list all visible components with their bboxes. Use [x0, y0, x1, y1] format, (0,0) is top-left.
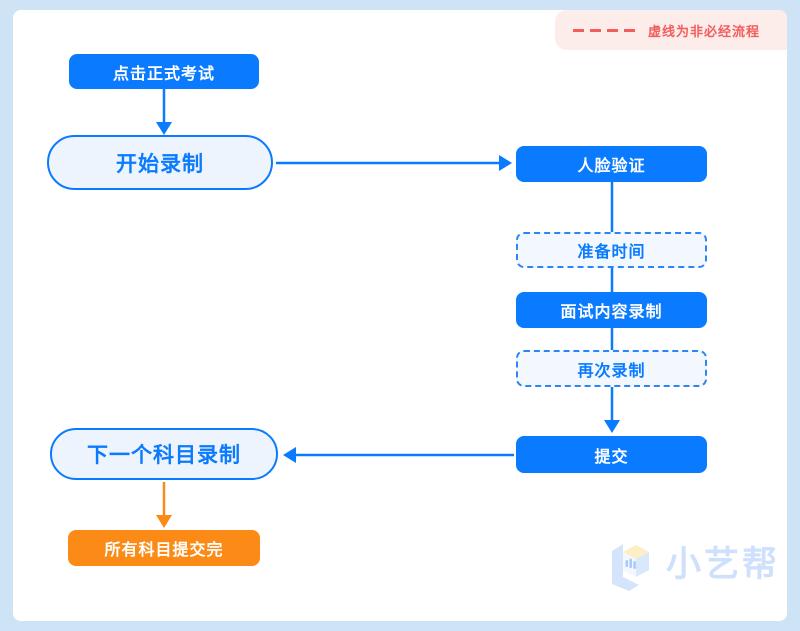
flow-node-interview-record: 面试内容录制	[516, 292, 707, 328]
flow-node-label: 提交	[594, 448, 629, 466]
connector-lines	[156, 89, 620, 528]
flowchart-canvas: 虚线为非必经流程 点击正式考试 开始录制 人脸验证 准备时间 面试内容录制 再次…	[13, 10, 787, 621]
flow-node-prep-time: 准备时间	[516, 232, 707, 268]
flow-node-next-subject: 下一个科目录制	[50, 428, 278, 480]
flow-node-click-exam: 点击正式考试	[69, 54, 259, 89]
legend-label: 虚线为非必经流程	[648, 23, 761, 39]
flow-node-label: 点击正式考试	[112, 65, 215, 83]
flow-node-submit: 提交	[516, 436, 707, 473]
flow-node-all-submitted: 所有科目提交完	[68, 530, 260, 566]
flow-node-label: 人脸验证	[577, 158, 646, 175]
flow-node-label: 下一个科目录制	[87, 444, 241, 467]
flow-node-start-record: 开始录制	[47, 135, 273, 190]
arrowhead-down-icon	[156, 515, 172, 528]
arrowhead-right-icon	[499, 155, 512, 171]
flow-node-face-verify: 人脸验证	[516, 146, 707, 182]
dashed-line-sample-icon	[573, 28, 635, 32]
flow-node-label: 再次录制	[577, 362, 646, 380]
flowchart-layer: 虚线为非必经流程 点击正式考试 开始录制 人脸验证 准备时间 面试内容录制 再次…	[13, 10, 787, 621]
arrowhead-left-icon	[283, 447, 296, 463]
flow-node-label: 开始录制	[116, 152, 204, 176]
arrowhead-down-icon	[604, 420, 620, 433]
legend: 虚线为非必经流程	[555, 10, 787, 50]
flow-node-label: 面试内容录制	[560, 304, 663, 321]
arrowhead-down-icon	[156, 122, 172, 135]
flow-node-re-record: 再次录制	[516, 350, 707, 387]
flow-node-label: 准备时间	[577, 244, 646, 261]
flow-node-label: 所有科目提交完	[104, 542, 224, 559]
